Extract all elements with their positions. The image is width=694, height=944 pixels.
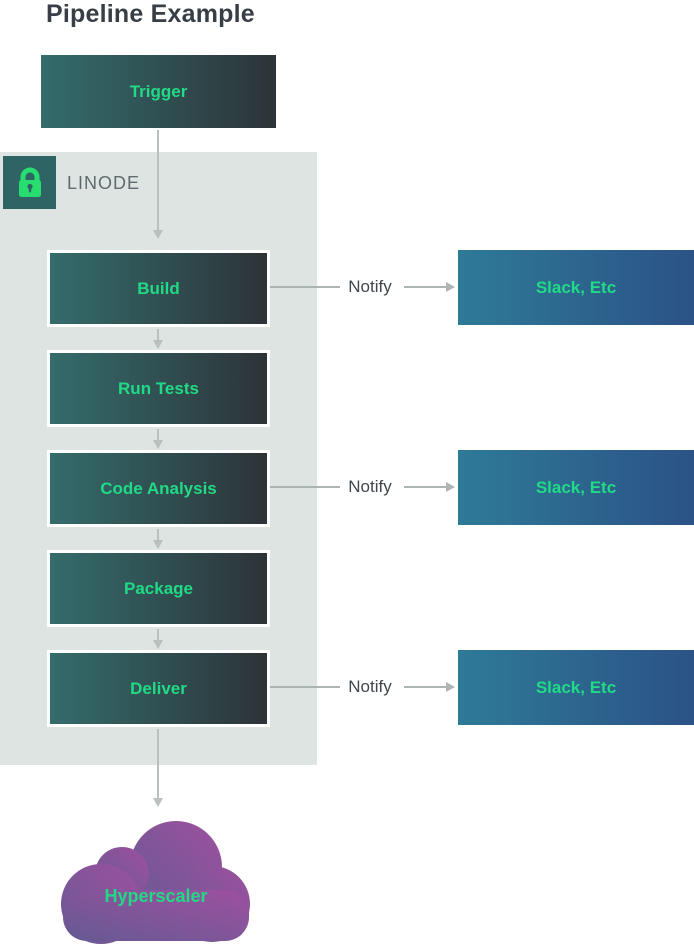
- step-node-deliver[interactable]: Deliver: [47, 650, 270, 727]
- linode-label: LINODE: [67, 173, 141, 193]
- trigger-node[interactable]: Trigger: [41, 55, 276, 128]
- step-node-run-tests[interactable]: Run Tests: [47, 350, 270, 427]
- arrowhead-down-icon: [153, 540, 163, 549]
- notify-label: Notify: [348, 677, 392, 696]
- notify-arrow-line: [404, 486, 446, 488]
- arrowhead-down-icon: [153, 640, 163, 649]
- cloud-icon: [61, 821, 250, 944]
- notify-arrow-line: [404, 686, 446, 688]
- lock-icon: [18, 167, 41, 197]
- step-label: Run Tests: [118, 378, 199, 398]
- step-label: Code Analysis: [100, 478, 217, 498]
- notify-line: [270, 286, 340, 288]
- arrowhead-down-icon: [153, 230, 163, 239]
- arrow-codeanalysis-to-package: [157, 529, 159, 541]
- arrow-build-to-runtests: [157, 329, 159, 341]
- slack-label: Slack, Etc: [535, 677, 617, 697]
- step-label: Package: [124, 578, 193, 598]
- arrowhead-right-icon: [446, 282, 455, 292]
- slack-node[interactable]: Slack, Etc: [458, 650, 694, 725]
- notify-label: Notify: [348, 277, 392, 296]
- arrowhead-down-icon: [153, 340, 163, 349]
- step-label: Deliver: [130, 678, 187, 698]
- step-label: Build: [137, 278, 180, 298]
- page-title: Pipeline Example: [46, 0, 255, 28]
- notify-line: [270, 686, 340, 688]
- step-node-build[interactable]: Build: [47, 250, 270, 327]
- notify-line: [270, 486, 340, 488]
- arrow-deliver-to-cloud: [157, 729, 159, 799]
- step-node-code-analysis[interactable]: Code Analysis: [47, 450, 270, 527]
- hyperscaler-cloud[interactable]: [58, 820, 254, 944]
- slack-node[interactable]: Slack, Etc: [458, 250, 694, 325]
- lock-badge: [3, 156, 56, 209]
- slack-label: Slack, Etc: [535, 477, 617, 497]
- step-node-package[interactable]: Package: [47, 550, 270, 627]
- hyperscaler-label: Hyperscaler: [104, 886, 208, 906]
- arrowhead-right-icon: [446, 682, 455, 692]
- arrowhead-right-icon: [446, 482, 455, 492]
- trigger-label: Trigger: [129, 81, 188, 101]
- arrow-runtests-to-codeanalysis: [157, 429, 159, 441]
- arrow-trigger-to-build: [157, 130, 159, 230]
- slack-label: Slack, Etc: [535, 277, 617, 297]
- notify-label: Notify: [348, 477, 392, 496]
- arrowhead-down-icon: [153, 798, 163, 807]
- notify-arrow-line: [404, 286, 446, 288]
- arrow-package-to-deliver: [157, 629, 159, 641]
- slack-node[interactable]: Slack, Etc: [458, 450, 694, 525]
- arrowhead-down-icon: [153, 440, 163, 449]
